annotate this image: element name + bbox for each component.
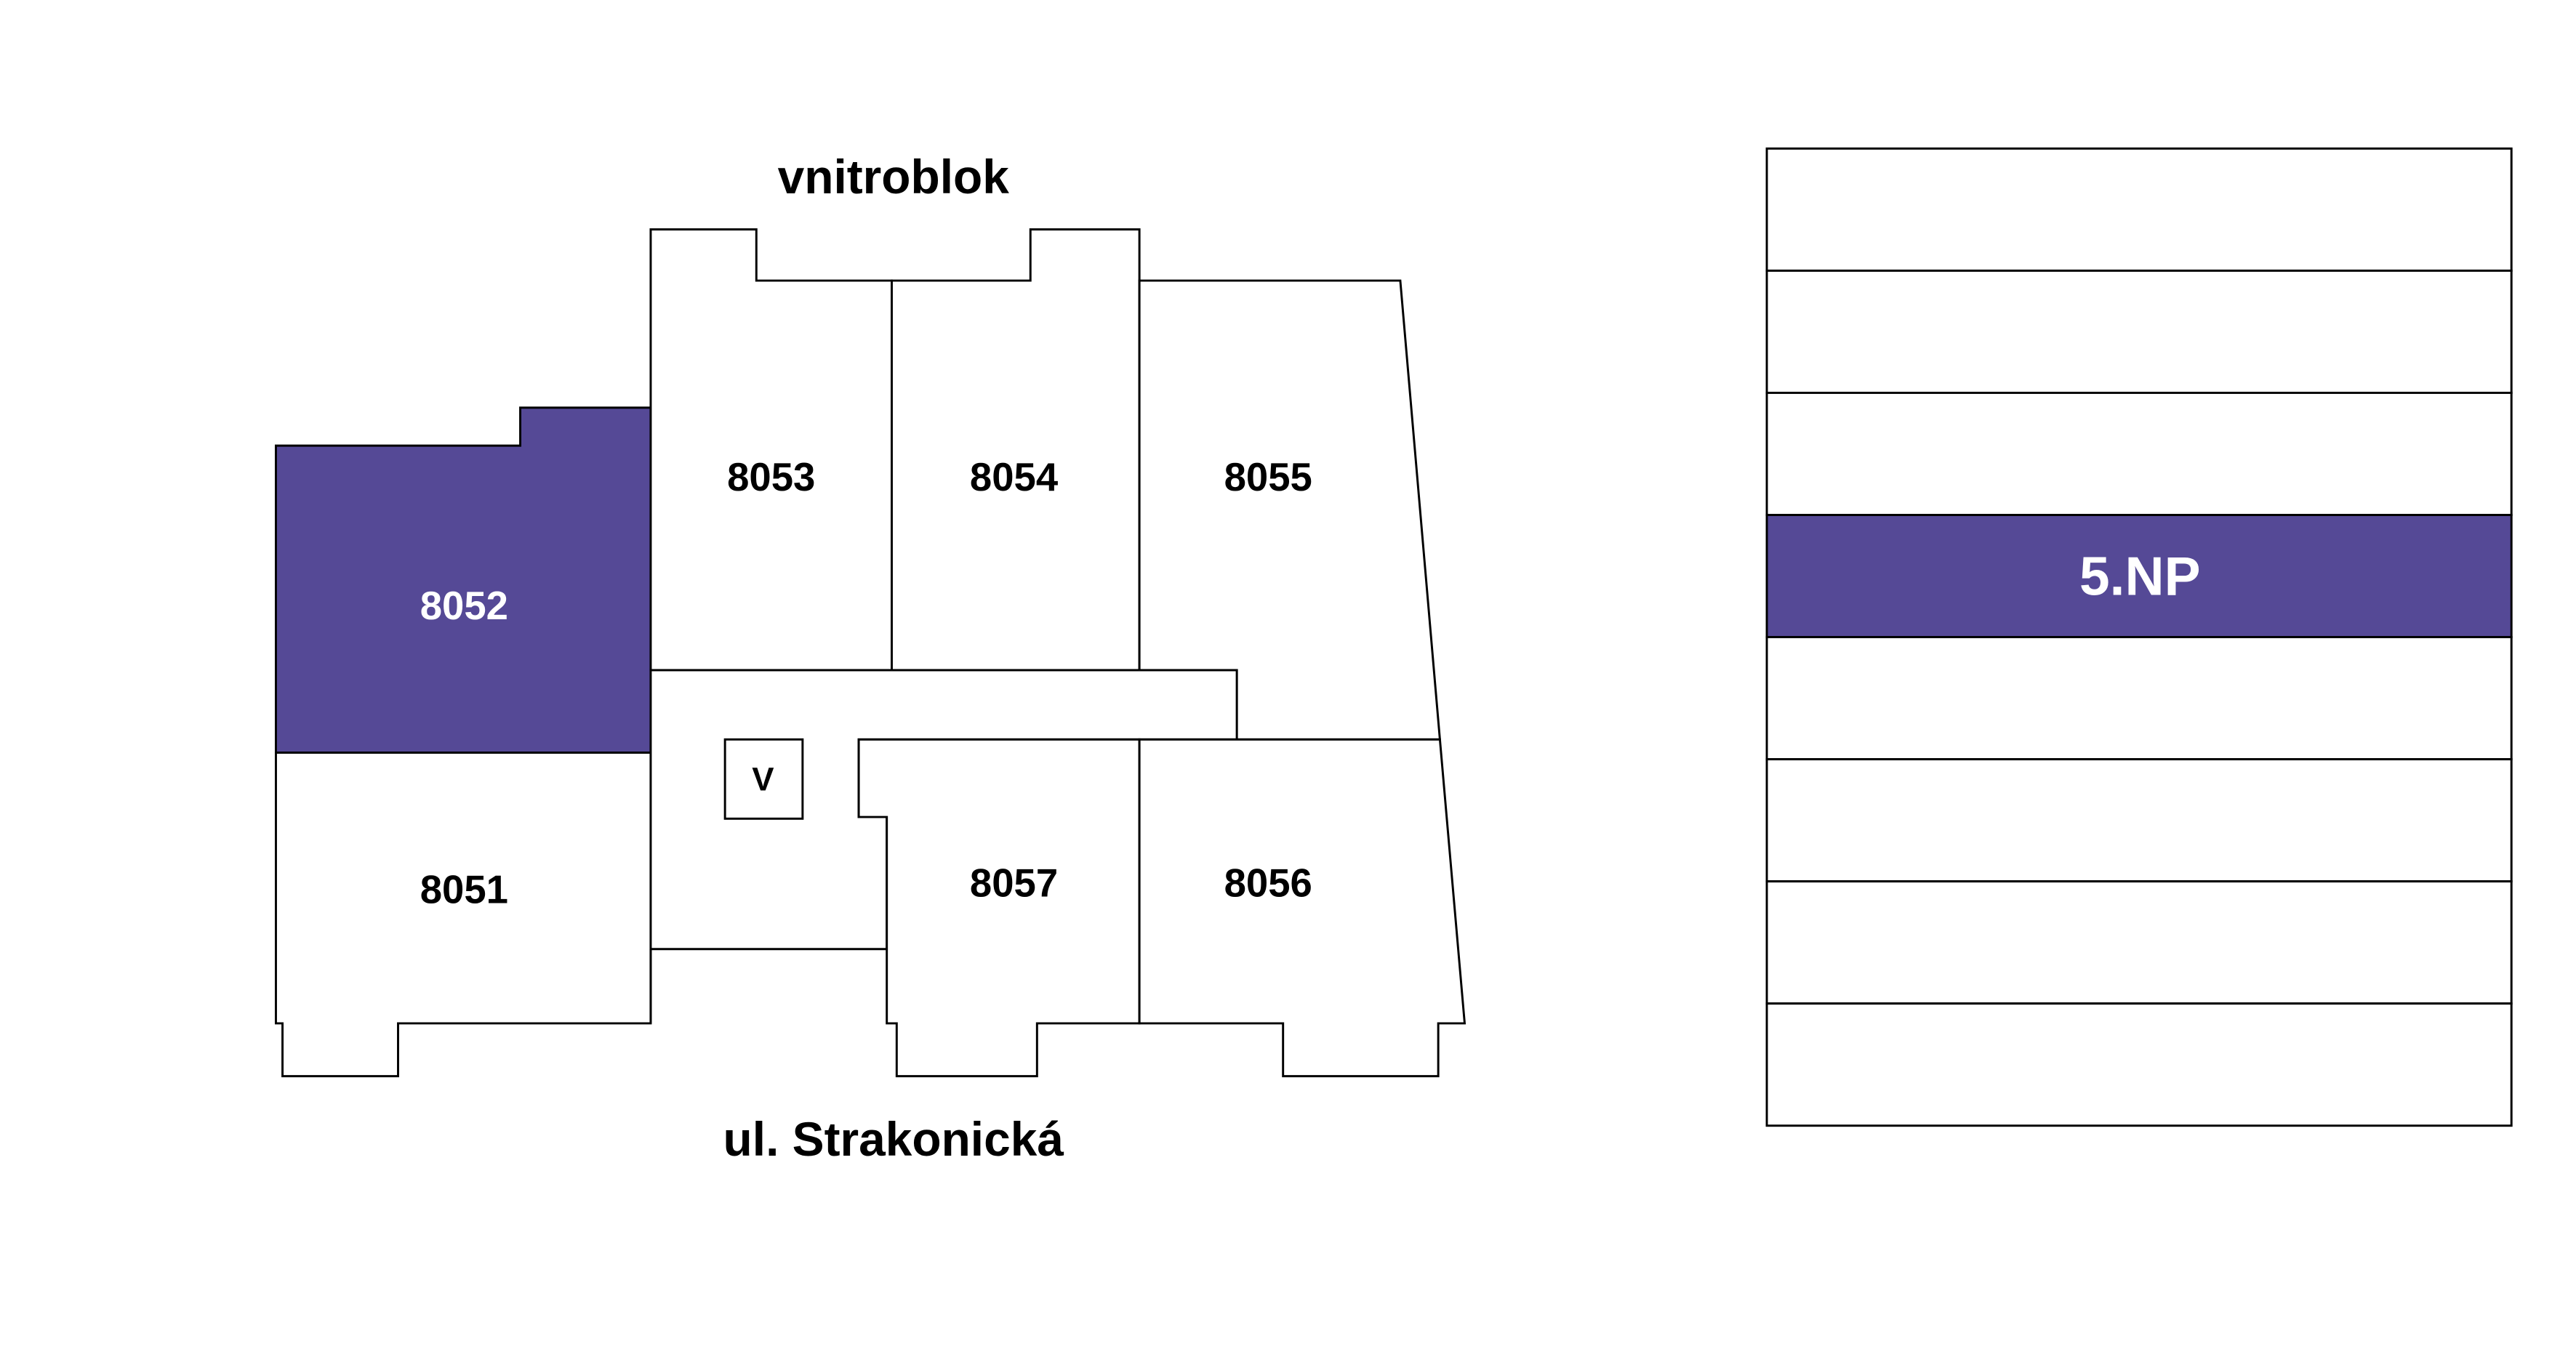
- floor-selector: 5.NP: [1765, 147, 2513, 1127]
- unit-8056[interactable]: [1138, 738, 1466, 1078]
- unit-label-8055: 8055: [1224, 455, 1312, 499]
- unit-8057[interactable]: [857, 738, 1141, 1078]
- floor-row[interactable]: [1765, 880, 2513, 1005]
- floor-row[interactable]: [1765, 758, 2513, 883]
- unit-label-8057: 8057: [970, 861, 1058, 905]
- unit-label-8054: 8054: [970, 455, 1059, 499]
- courtyard-label: vnitroblok: [778, 150, 1010, 204]
- unit-8053[interactable]: [649, 228, 893, 672]
- unit-label-8053: 8053: [727, 455, 815, 499]
- floor-row[interactable]: [1765, 391, 2513, 516]
- selected-floor-label: 5.NP: [2079, 546, 2201, 607]
- elevator-box: [723, 738, 804, 820]
- floor-row[interactable]: [1765, 269, 2513, 394]
- floor-plan: vnitroblok 8052 8051 8053 8054 8055 8057…: [274, 150, 1466, 1166]
- unit-label-8052: 8052: [420, 584, 508, 628]
- unit-label-8051: 8051: [420, 867, 508, 911]
- street-label: ul. Strakonická: [723, 1112, 1064, 1166]
- elevator-label: V: [752, 760, 774, 797]
- unit-8054[interactable]: [891, 228, 1141, 672]
- unit-8052[interactable]: [274, 406, 652, 754]
- floor-row[interactable]: [1765, 1002, 2513, 1127]
- floor-row[interactable]: [1765, 636, 2513, 761]
- unit-label-8056: 8056: [1224, 861, 1312, 905]
- unit-8051[interactable]: [274, 752, 652, 1078]
- floor-row[interactable]: [1765, 147, 2513, 272]
